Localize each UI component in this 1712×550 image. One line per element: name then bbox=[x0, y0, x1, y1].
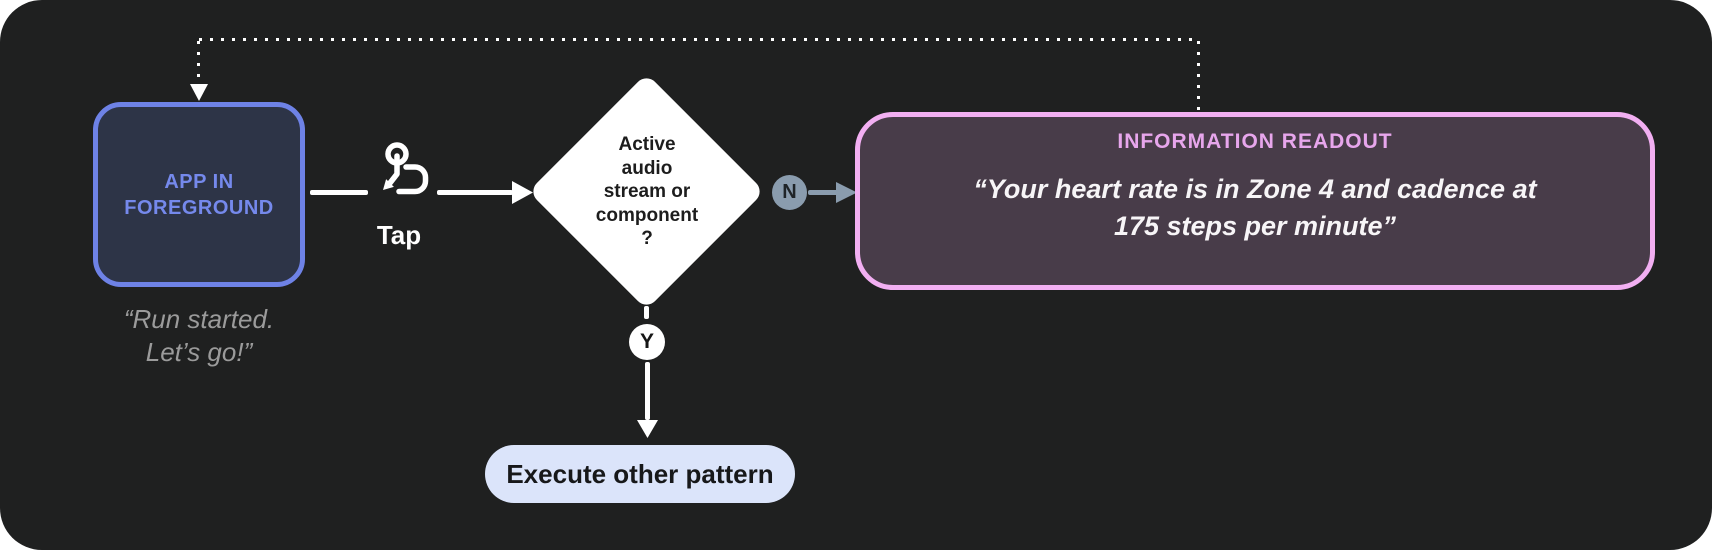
tap-gesture-icon bbox=[383, 142, 429, 195]
loop-dotted-line-top bbox=[199, 38, 1199, 41]
yes-branch-badge: Y bbox=[629, 324, 665, 360]
connector-app-to-tap bbox=[310, 190, 368, 195]
loop-dotted-line-left bbox=[197, 41, 200, 83]
connector-yes-to-execute bbox=[645, 362, 650, 420]
app-in-foreground-node: APP IN FOREGROUND bbox=[93, 102, 305, 287]
execute-other-pattern-node: Execute other pattern bbox=[485, 445, 795, 503]
loop-dotted-line-right bbox=[1197, 41, 1200, 112]
decision-label: Active audio stream or component ? bbox=[595, 134, 699, 249]
app-voice-quote: “Run started. Let’s go!” bbox=[123, 304, 275, 367]
decision-arrowhead-icon bbox=[512, 181, 533, 204]
information-readout-node: INFORMATION READOUT “Your heart rate is … bbox=[855, 112, 1655, 290]
connector-no-to-readout bbox=[808, 190, 838, 195]
information-readout-title: INFORMATION READOUT bbox=[1117, 130, 1393, 153]
connector-tap-to-decision bbox=[437, 190, 513, 195]
readout-arrowhead-icon bbox=[836, 182, 857, 203]
no-branch-badge: N bbox=[772, 175, 807, 210]
information-readout-quote: “Your heart rate is in Zone 4 and cadenc… bbox=[973, 174, 1537, 241]
loop-arrowhead-icon bbox=[190, 84, 208, 101]
connector-decision-to-yes bbox=[644, 306, 649, 319]
tap-label: Tap bbox=[376, 220, 422, 250]
execute-arrowhead-icon bbox=[637, 420, 658, 438]
app-in-foreground-label: APP IN FOREGROUND bbox=[124, 170, 274, 219]
